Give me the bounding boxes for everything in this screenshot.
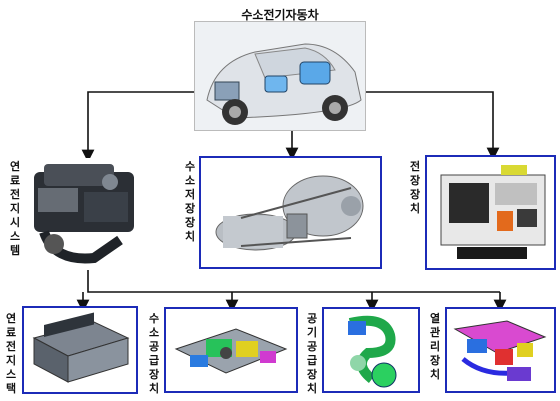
- car-image: [194, 21, 366, 131]
- diagram-title: 수소전기자동차: [241, 8, 319, 22]
- air-supply-box: [322, 307, 420, 393]
- electrical-unit-illustration: [440, 165, 546, 259]
- hydrogen-tanks-illustration: [215, 175, 364, 251]
- thermal-management-illustration: [453, 320, 547, 381]
- hydrogen-storage-box: [199, 156, 382, 269]
- fuel-cell-system-image: [24, 158, 144, 270]
- thermal-management-box: [445, 307, 556, 393]
- branch-to-electrical-line: [350, 91, 500, 161]
- electrical-equipment-box: [425, 155, 556, 270]
- fuel-cell-stack-box: [22, 306, 138, 394]
- fuel-cell-stack-illustration: [32, 312, 130, 383]
- air-supply-illustration: [348, 315, 397, 388]
- system-to-bus-line: [87, 270, 500, 293]
- hydrogen-supply-illustration: [174, 328, 288, 374]
- hydrogen-supply-box: [164, 307, 298, 393]
- hydrogen-car-illustration: [206, 43, 362, 125]
